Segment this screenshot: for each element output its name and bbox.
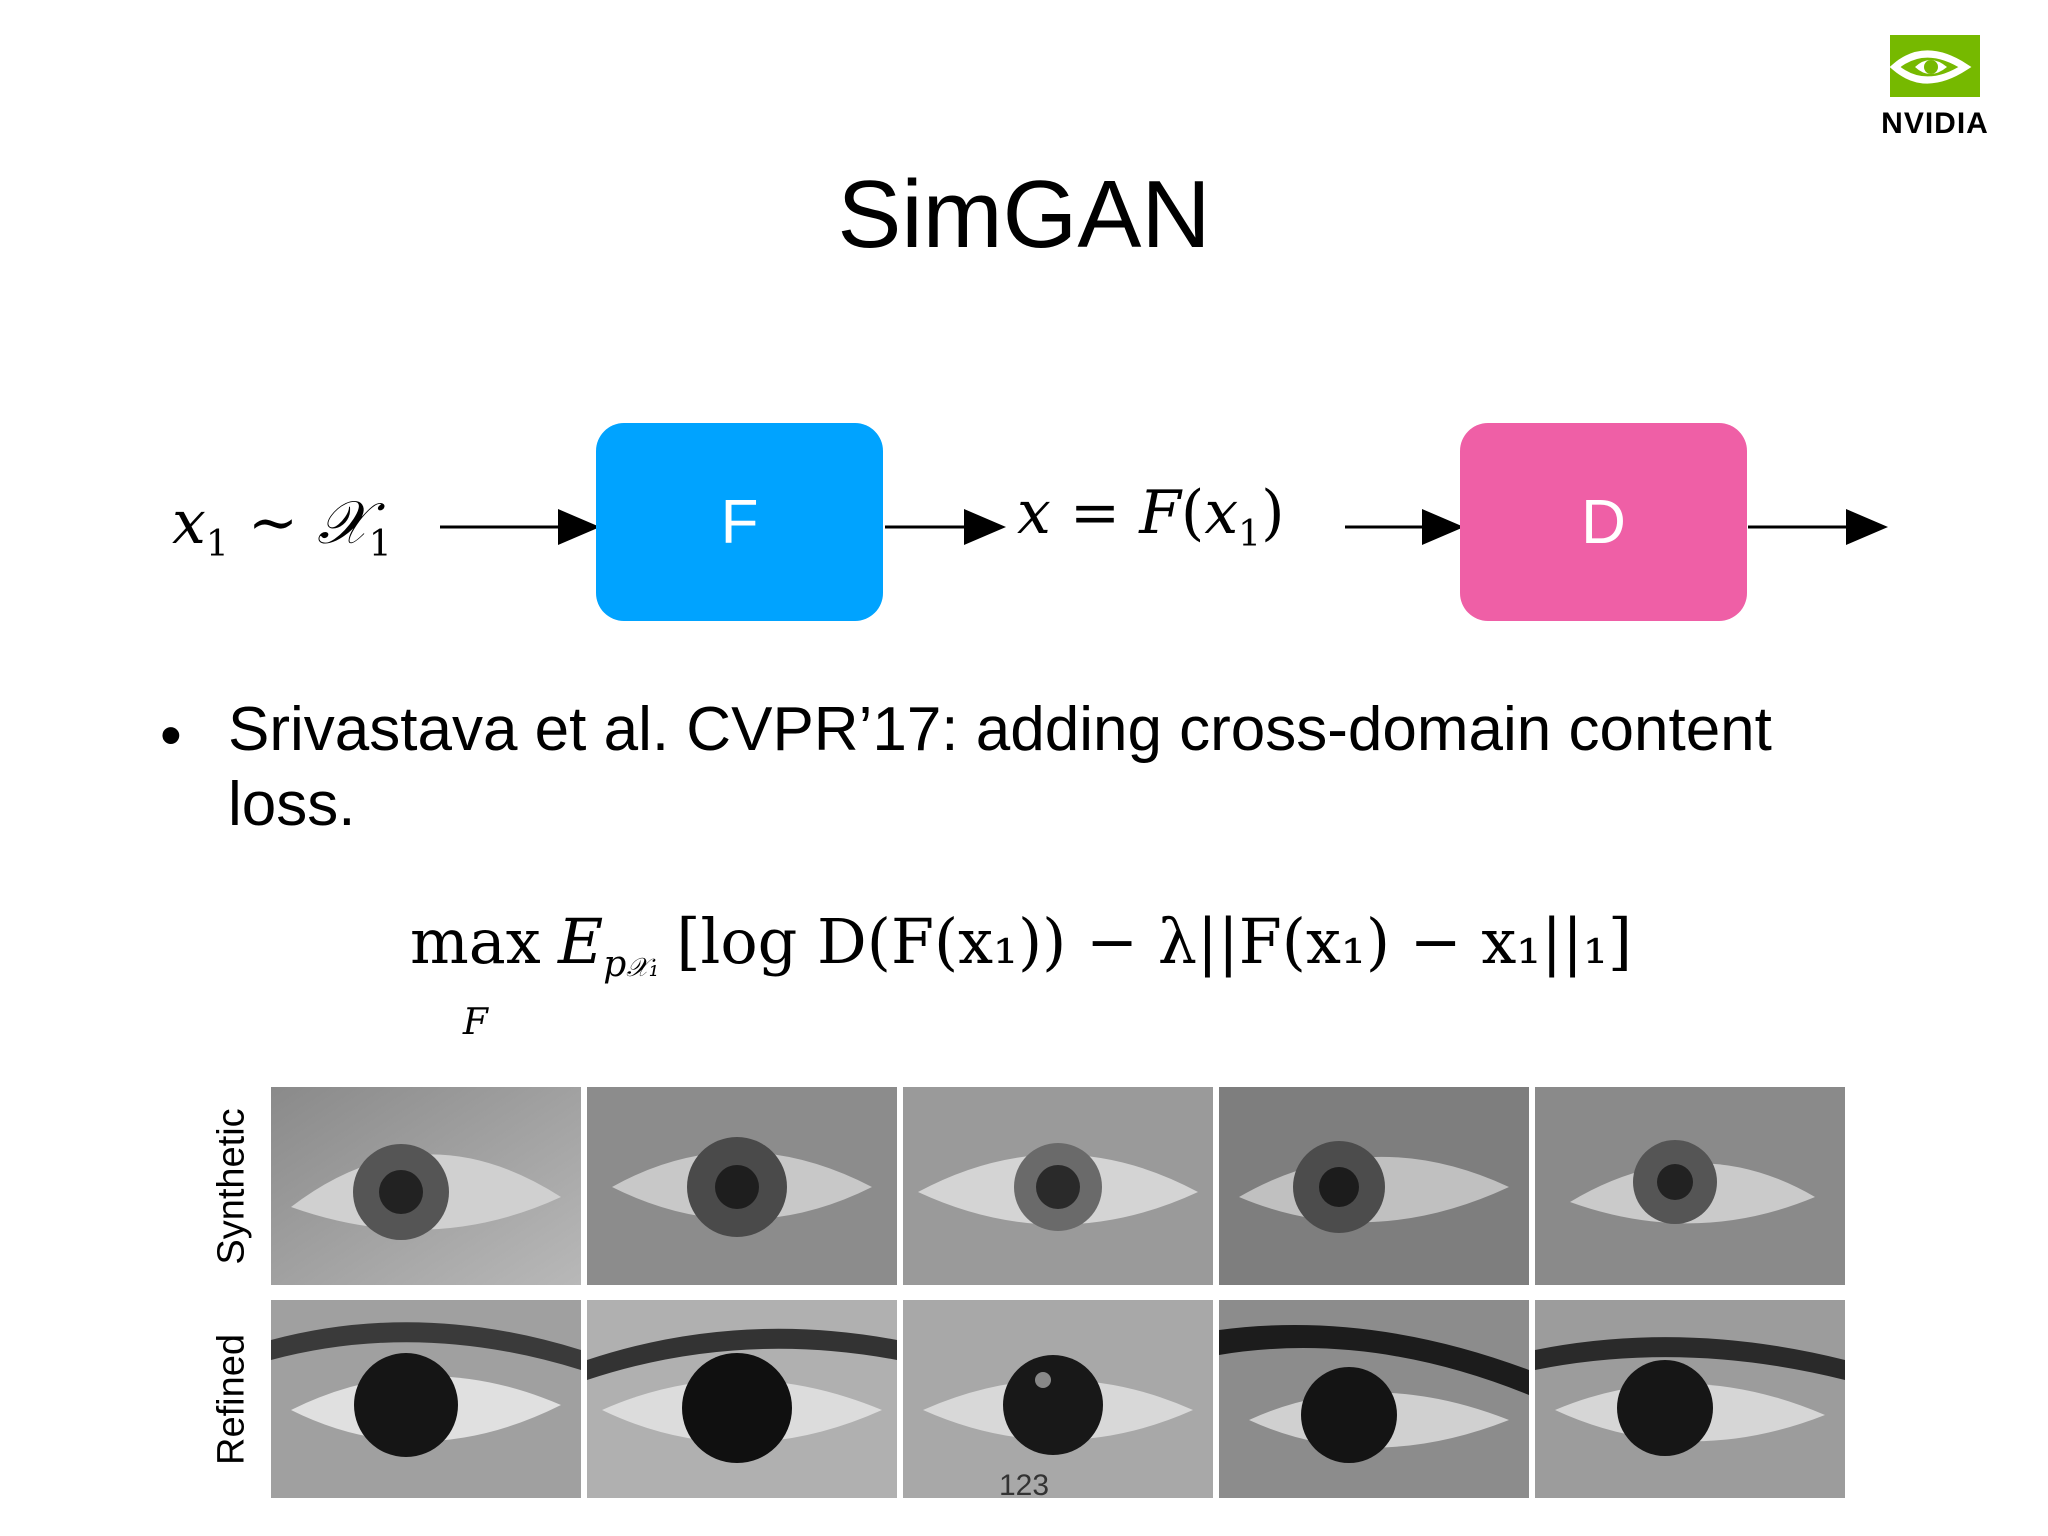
generator-box: F (596, 423, 883, 621)
loss-body: [log D(F(x₁)) − λ||F(x₁) − x₁||₁] (676, 905, 1633, 978)
expectation-symbol: E (557, 905, 604, 978)
max-operator: max (410, 905, 541, 978)
synthetic-eye-image-2 (587, 1087, 897, 1285)
bullet-point-icon: • (160, 701, 182, 770)
refined-eye-image-3 (903, 1300, 1213, 1498)
refined-eye-image-1 (271, 1300, 581, 1498)
output-expression: x = F(x1) (1017, 478, 1285, 555)
synthetic-eye-image-3 (903, 1087, 1213, 1285)
input-expression: x1 ∼ 𝒳1 (172, 488, 392, 565)
bullet-text: Srivastava et al. CVPR’17: adding cross-… (228, 695, 1772, 839)
slide-title: SimGAN (837, 161, 1211, 268)
page-number: 123 (998, 1469, 1050, 1502)
synthetic-eye-image-4 (1219, 1087, 1529, 1285)
synthetic-eye-image-1 (271, 1087, 581, 1285)
max-subscript: F (462, 1002, 488, 1043)
row-label-synthetic: Synthetic (210, 1108, 253, 1265)
discriminator-label: D (1581, 487, 1626, 557)
synthetic-eye-image-5 (1535, 1087, 1845, 1285)
refined-eye-image-5 (1535, 1300, 1845, 1498)
discriminator-box: D (1460, 423, 1747, 621)
nvidia-logo: NVIDIA (1865, 35, 2005, 140)
generator-label: F (720, 487, 759, 557)
logo-text: NVIDIA (1881, 107, 1989, 140)
loss-formula: max F Ep𝒳₁ [log D(F(x₁)) − λ||F(x₁) − x₁… (410, 905, 1633, 1043)
refined-eye-image-2 (587, 1300, 897, 1498)
nvidia-eye-icon (1889, 35, 1980, 97)
refined-eye-image-4 (1219, 1300, 1529, 1498)
